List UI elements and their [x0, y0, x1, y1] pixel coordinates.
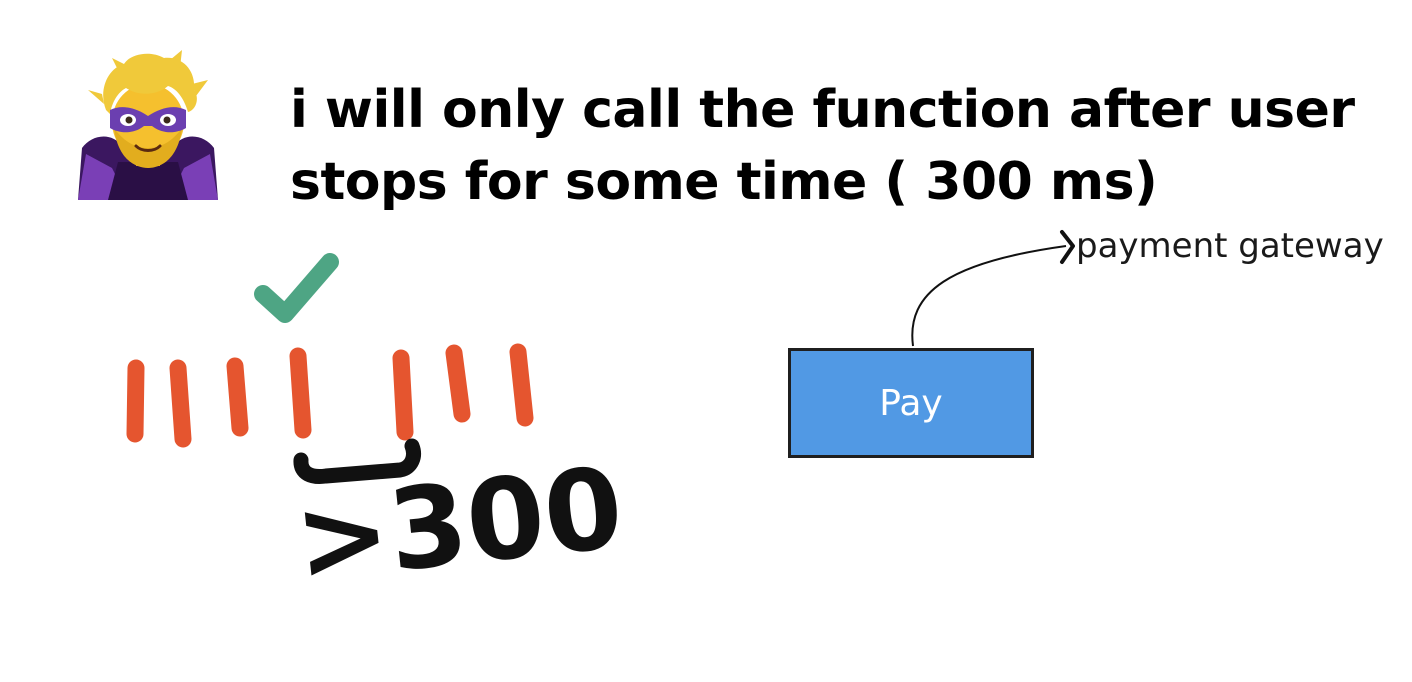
- arrow-line: [911, 245, 1067, 347]
- keystroke-mark: [509, 343, 534, 427]
- headline-line-1: i will only call the function after user: [290, 80, 1355, 140]
- keystroke-mark: [226, 357, 249, 437]
- headline-line-2: stops for some time ( 300 ms): [290, 152, 1158, 212]
- gap-bracket: [293, 438, 421, 484]
- keystroke-mark: [169, 359, 192, 448]
- check-mark-icon: [254, 253, 339, 323]
- headline: i will only call the function after user…: [290, 74, 1400, 218]
- keystroke-mark: [392, 349, 414, 441]
- superhero-avatar-icon: [78, 50, 218, 200]
- pay-button[interactable]: Pay: [788, 348, 1034, 458]
- keystroke-mark: [445, 344, 471, 423]
- arrow-head-icon: [1060, 230, 1075, 264]
- keystroke-mark: [126, 359, 145, 443]
- payment-gateway-label: payment gateway: [1076, 226, 1384, 266]
- keystroke-mark: [289, 347, 312, 439]
- pay-button-label: Pay: [879, 382, 943, 424]
